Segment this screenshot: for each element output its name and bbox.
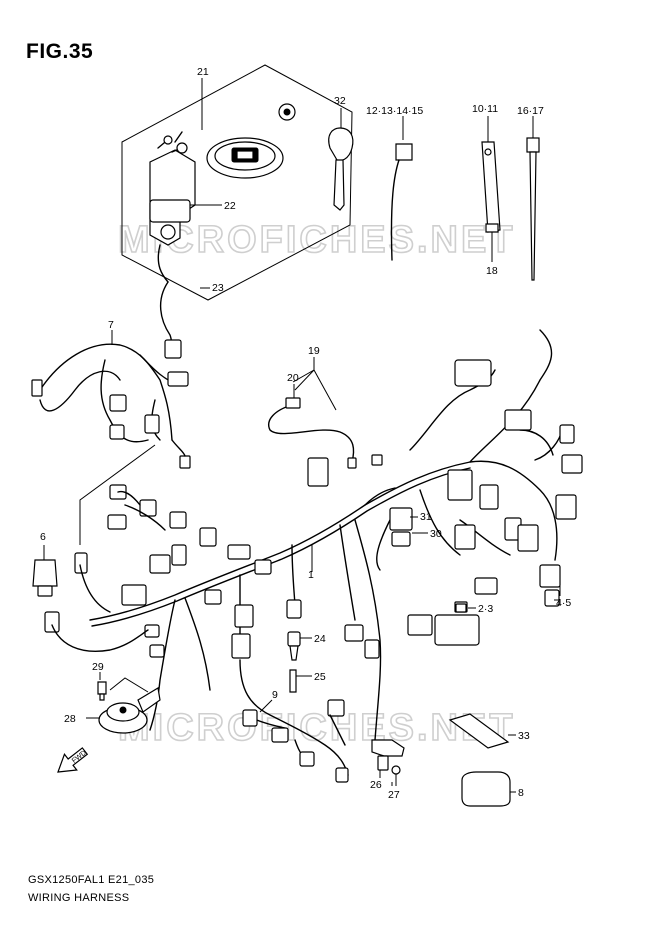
callout-24: 24 (314, 633, 326, 645)
sub-harness-9 (239, 659, 349, 783)
label-33 (448, 713, 516, 749)
model-code: GSX1250FAL1 E21_035 (28, 874, 155, 886)
bracket-26 (371, 739, 405, 778)
callout-12-15: 12·13·14·15 (366, 105, 423, 117)
sub-harness-7 (31, 281, 191, 545)
ignition-set-box (121, 64, 353, 301)
section-name: WIRING HARNESS (28, 892, 130, 904)
callout-10-11: 10·11 (472, 103, 498, 115)
callout-7: 7 (108, 319, 114, 331)
callout-31: 31 (420, 511, 432, 523)
clamp-12-15 (390, 116, 413, 261)
watermark-bottom: MICROFICHES.NET (118, 707, 516, 749)
clamp-10-11 (481, 116, 501, 233)
bolt-27 (391, 765, 401, 786)
screw-25 (289, 669, 312, 693)
callout-22: 22 (224, 200, 236, 212)
callout-29: 29 (92, 661, 104, 673)
callout-1: 1 (308, 569, 314, 581)
callout-16-17: 16·17 (517, 105, 544, 117)
watermark-top: MICROFICHES.NET (118, 219, 516, 261)
tie-16-17 (526, 116, 540, 281)
callout-25: 25 (314, 671, 326, 683)
callout-33: 33 (518, 730, 530, 742)
figure-title: FIG.35 (26, 40, 94, 63)
screw-18 (485, 223, 499, 262)
fuse-2-3 (455, 603, 476, 613)
callout-9: 9 (272, 689, 278, 701)
sensor-24 (287, 631, 312, 661)
callout-labels: 21 22 23 32 12·13·14·15 10·11 16·17 18 7… (40, 66, 571, 801)
leader-lines (111, 78, 560, 786)
fwd-arrow: FWD (57, 747, 89, 773)
callout-28: 28 (64, 713, 76, 725)
bolt-29 (97, 672, 107, 701)
callout-4-5: 4·5 (556, 597, 571, 609)
horn-28 (86, 677, 161, 734)
key-32 (328, 108, 354, 211)
callout-20: 20 (287, 372, 299, 384)
callout-21: 21 (197, 66, 209, 78)
callout-26: 26 (370, 779, 382, 791)
callout-8: 8 (518, 787, 524, 799)
callout-32: 32 (334, 95, 346, 107)
callout-23: 23 (212, 282, 224, 294)
watermark-group: MICROFICHES.NET MICROFICHES.NET (117, 218, 516, 750)
callout-19: 19 (308, 345, 320, 357)
fwd-label: FWD (71, 750, 88, 765)
main-harness-1 (44, 329, 583, 741)
callout-30: 30 (430, 528, 442, 540)
callout-18: 18 (486, 265, 498, 277)
cover-8 (461, 771, 516, 807)
callout-27: 27 (388, 789, 400, 801)
relay-6 (32, 545, 58, 597)
callout-2-3: 2·3 (478, 603, 493, 615)
callout-6: 6 (40, 531, 46, 543)
